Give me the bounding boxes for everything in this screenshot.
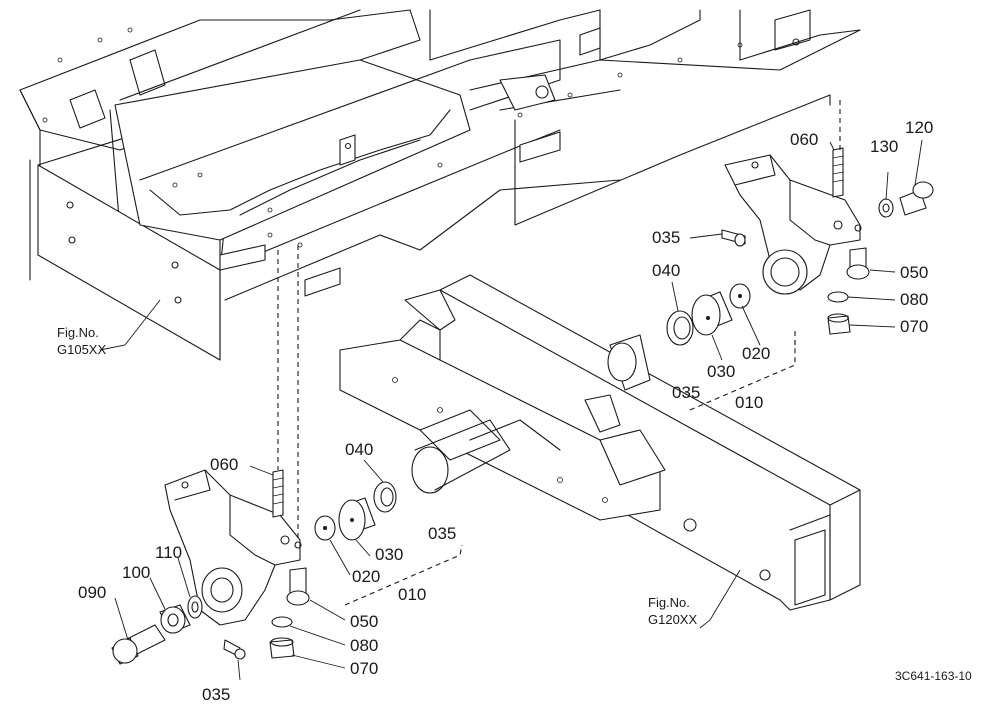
fig-ref-g105xx[interactable]: Fig.No. G105XX bbox=[57, 325, 106, 357]
label-left-035-top: 035 bbox=[428, 524, 456, 543]
right-bracket-assembly bbox=[666, 147, 934, 346]
label-right-080: 080 bbox=[900, 290, 928, 309]
label-right-070: 070 bbox=[900, 317, 928, 336]
label-left-090: 090 bbox=[78, 583, 106, 602]
label-right-120: 120 bbox=[905, 118, 933, 137]
label-left-040: 040 bbox=[345, 440, 373, 459]
label-right-040: 040 bbox=[652, 261, 680, 280]
label-left-010: 010 bbox=[398, 585, 426, 604]
label-left-050: 050 bbox=[350, 612, 378, 631]
label-right-060: 060 bbox=[790, 130, 818, 149]
main-beam-assembly bbox=[339, 274, 861, 611]
label-right-030: 030 bbox=[707, 362, 735, 381]
fig-ref-g105xx-line2: G105XX bbox=[57, 342, 106, 357]
label-left-035-bottom: 035 bbox=[202, 685, 230, 704]
frame-assembly bbox=[19, 9, 861, 361]
fig-ref-g120xx-line2: G120XX bbox=[648, 612, 697, 627]
label-right-050: 050 bbox=[900, 263, 928, 282]
fig-ref-g120xx[interactable]: Fig.No. G120XX bbox=[648, 595, 697, 627]
label-left-020: 020 bbox=[352, 567, 380, 586]
label-right-035-bolt: 035 bbox=[652, 228, 680, 247]
leader-lines bbox=[114, 139, 923, 681]
figure-id: 3C641-163-10 bbox=[895, 669, 972, 683]
label-left-080: 080 bbox=[350, 636, 378, 655]
label-right-130: 130 bbox=[870, 137, 898, 156]
label-left-100: 100 bbox=[122, 563, 150, 582]
left-bracket-assembly bbox=[111, 100, 841, 665]
label-left-030: 030 bbox=[375, 545, 403, 564]
fig-ref-g120xx-line1: Fig.No. bbox=[648, 595, 690, 610]
fig-ref-g105xx-line1: Fig.No. bbox=[57, 325, 99, 340]
label-right-020: 020 bbox=[742, 344, 770, 363]
label-left-060: 060 bbox=[210, 455, 238, 474]
label-left-070: 070 bbox=[350, 659, 378, 678]
label-right-035-bottom: 035 bbox=[672, 383, 700, 402]
label-right-010: 010 bbox=[735, 393, 763, 412]
label-left-110: 110 bbox=[155, 543, 182, 562]
part-labels: 060 130 120 035 040 050 080 070 030 020 … bbox=[78, 118, 933, 704]
